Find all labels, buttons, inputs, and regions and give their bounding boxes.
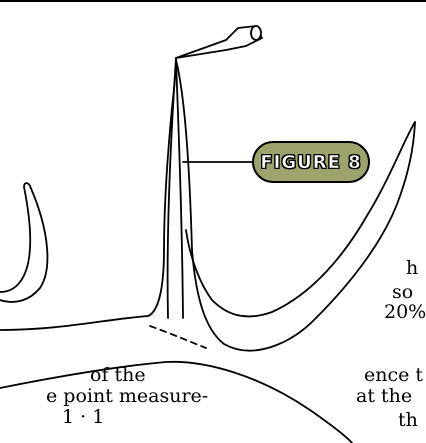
left-tine: [0, 182, 49, 303]
right-text-line-1: h: [406, 257, 419, 279]
left-text-line-1: of the: [90, 364, 146, 386]
right-text-line-4: ence t: [364, 364, 424, 386]
left-text-line-2: e point measure-: [46, 385, 209, 407]
measuring-tape: [175, 57, 184, 319]
measuring-tape-second-strand: [166, 57, 177, 319]
right-text-line-5: at the: [356, 385, 413, 407]
figure-badge: FIGURE 8: [252, 141, 370, 183]
right-text-line-2: so: [392, 281, 414, 303]
clip-end: [250, 25, 262, 41]
tape-clip: [175, 25, 263, 59]
antler-beam-upper: [0, 59, 177, 331]
right-text-line-3: 20%: [384, 301, 426, 323]
tine-base-dashed-line: [149, 325, 207, 349]
right-text-line-6: th: [398, 409, 418, 431]
antler-beam-lower: [0, 360, 353, 443]
left-text-line-3: 1 · 1: [62, 406, 105, 428]
antler-beam-tine-right: [175, 59, 416, 352]
top-rule: [0, 0, 426, 2]
antler-beam-inner: [185, 121, 416, 318]
